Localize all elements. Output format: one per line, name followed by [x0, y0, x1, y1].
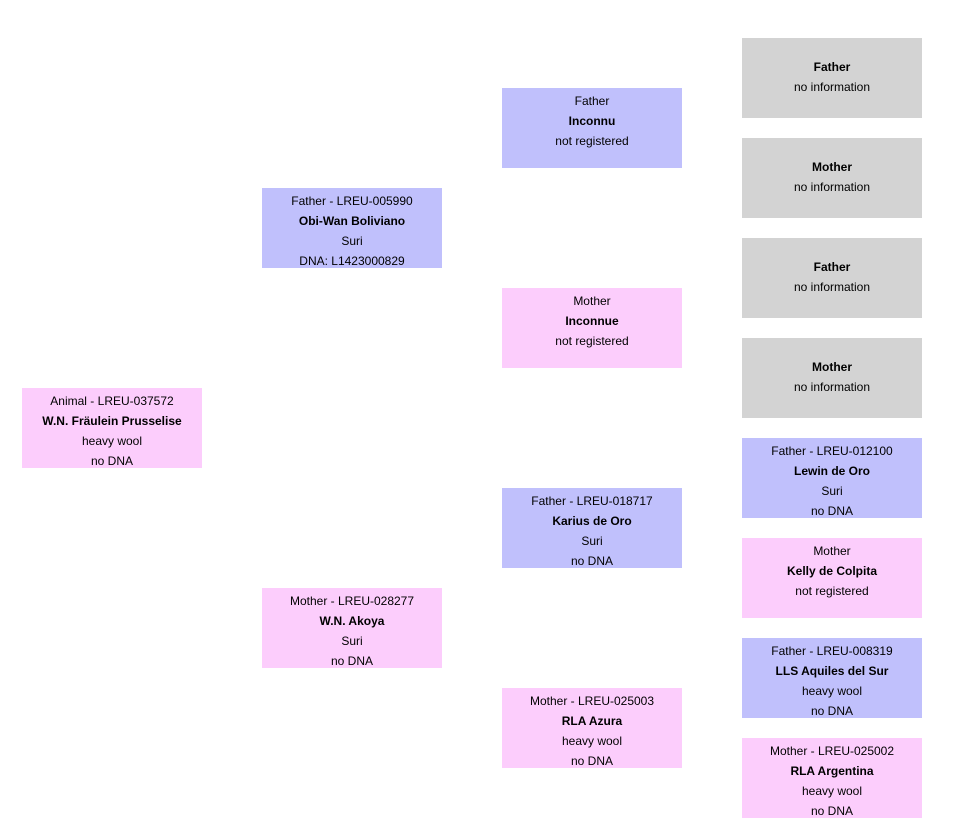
card-label: Mother - LREU-025002	[769, 744, 895, 758]
mother-card[interactable]: Mother - LREU-028277 W.N. Akoya Suri no …	[262, 588, 442, 668]
card-status: not registered	[555, 334, 629, 348]
card-dna: DNA: L1423000829	[299, 254, 405, 268]
animal-card[interactable]: Animal - LREU-037572 W.N. Fräulein Pruss…	[22, 388, 202, 468]
card-dna: no DNA	[330, 654, 374, 668]
card-label: Mother	[573, 294, 611, 308]
mm-father-card[interactable]: Father - LREU-008319 LLS Aquiles del Sur…	[742, 638, 922, 718]
card-name: Inconnue	[565, 314, 619, 328]
card-breed: Suri	[341, 234, 363, 248]
paternal-grandmother-card[interactable]: Mother Inconnue not registered	[502, 288, 682, 368]
card-name: W.N. Fräulein Prusselise	[42, 414, 182, 428]
card-breed: Suri	[821, 484, 843, 498]
card-breed: heavy wool	[81, 434, 143, 448]
card-dna: no DNA	[90, 454, 134, 468]
card-label: Father	[574, 94, 610, 108]
card-label: Father	[813, 260, 851, 274]
card-label: Mother	[813, 544, 851, 558]
fm-mother-card: Mother no information	[742, 338, 922, 418]
card-dna: no DNA	[810, 504, 854, 518]
fm-father-card: Father no information	[742, 238, 922, 318]
card-name: Karius de Oro	[552, 514, 632, 528]
maternal-grandfather-card[interactable]: Father - LREU-018717 Karius de Oro Suri …	[502, 488, 682, 568]
card-status: not registered	[555, 134, 629, 148]
mf-father-card[interactable]: Father - LREU-012100 Lewin de Oro Suri n…	[742, 438, 922, 518]
card-name: Lewin de Oro	[793, 464, 870, 478]
maternal-grandmother-card[interactable]: Mother - LREU-025003 RLA Azura heavy woo…	[502, 688, 682, 768]
card-label: Father	[813, 60, 851, 74]
card-breed: Suri	[341, 634, 363, 648]
card-label: Mother - LREU-025003	[529, 694, 655, 708]
card-dna: no DNA	[810, 704, 854, 718]
card-label: Mother	[812, 360, 852, 374]
father-card[interactable]: Father - LREU-005990 Obi-Wan Boliviano S…	[262, 188, 442, 268]
mm-mother-card[interactable]: Mother - LREU-025002 RLA Argentina heavy…	[742, 738, 922, 818]
card-label: Animal - LREU-037572	[50, 394, 174, 408]
ff-father-card: Father no information	[742, 38, 922, 118]
card-label: Mother - LREU-028277	[289, 594, 415, 608]
paternal-grandfather-card[interactable]: Father Inconnu not registered	[502, 88, 682, 168]
card-breed: heavy wool	[801, 684, 863, 698]
card-label: Father - LREU-012100	[771, 444, 893, 458]
card-dna: no DNA	[810, 804, 854, 818]
card-label: Father - LREU-005990	[291, 194, 413, 208]
card-label: Father - LREU-018717	[531, 494, 653, 508]
card-status: no information	[793, 380, 871, 394]
card-name: Kelly de Colpita	[786, 564, 878, 578]
card-name: RLA Azura	[561, 714, 623, 728]
ff-mother-card: Mother no information	[742, 138, 922, 218]
card-breed: heavy wool	[801, 784, 863, 798]
card-dna: no DNA	[570, 754, 614, 768]
card-name: Inconnu	[568, 114, 616, 128]
card-name: Obi-Wan Boliviano	[298, 214, 406, 228]
card-breed: Suri	[581, 534, 603, 548]
card-name: LLS Aquiles del Sur	[775, 664, 889, 678]
card-name: W.N. Akoya	[319, 614, 385, 628]
mf-mother-card[interactable]: Mother Kelly de Colpita not registered	[742, 538, 922, 618]
card-dna: no DNA	[570, 554, 614, 568]
card-status: no information	[793, 280, 871, 294]
card-status: no information	[793, 180, 871, 194]
card-name: RLA Argentina	[790, 764, 874, 778]
card-breed: heavy wool	[561, 734, 623, 748]
card-label: Father - LREU-008319	[771, 644, 893, 658]
card-label: Mother	[812, 160, 852, 174]
card-status: not registered	[795, 584, 869, 598]
card-status: no information	[793, 80, 871, 94]
